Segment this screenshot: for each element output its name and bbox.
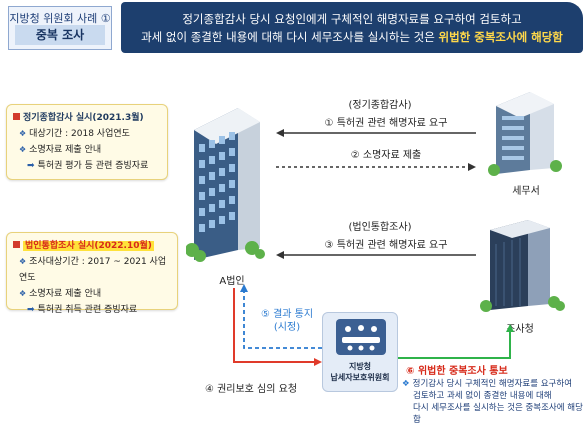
info-box-audit: 정기종합감사 실시(2021.3월) ❖대상기간 : 2018 사업연도 ❖소명… (6, 104, 168, 180)
info-box-audit-item1: ❖대상기간 : 2018 사업연도 (19, 129, 130, 139)
info-box-corp-item1: ❖조사대상기간 : 2017 ~ 2021 사업연도 (19, 257, 167, 283)
step5-label: ⑤ 결과 통지 (시정) (252, 308, 322, 334)
case-badge-subtitle: 중복 조사 (15, 25, 105, 45)
committee-label-line1: 지방청 (348, 362, 372, 371)
arrow-right-icon: ➡ (27, 161, 35, 171)
note-line3: 다시 세무조사를 실시하는 것은 중복조사에 해당함 (413, 403, 583, 425)
tax-office-label: 세무서 (512, 186, 540, 197)
committee-box: 지방청 납세자보호위원회 (322, 312, 398, 392)
arrow-right-icon: ➡ (27, 305, 35, 315)
step2-arrow (276, 163, 476, 171)
case-badge: 지방청 위원회 사례 ① 중복 조사 (8, 6, 112, 50)
info-box-audit-title: 정기종합감사 실시(2021.3월) (13, 110, 161, 126)
red-square-icon (13, 113, 20, 120)
banner-line-2-highlight: 위법한 중복조사에 해당함 (438, 30, 563, 44)
banner-line-2: 과세 없이 종결한 내용에 대해 다시 세무조사를 실시하는 것은 위법한 중복… (121, 28, 583, 46)
info-box-corp-item2: ❖소명자료 제출 안내 (19, 289, 102, 299)
note-block: ❖정기감사 당시 구체적인 해명자료를 요구하여 검토하고 과세 없이 종결한 … (402, 378, 584, 426)
diamond-icon: ❖ (19, 289, 27, 298)
step5-arrow (240, 284, 322, 349)
meeting-icon (336, 319, 386, 355)
step6-label: ⑥ 위법한 중복조사 통보 (406, 366, 508, 377)
step1-arrow (276, 129, 476, 137)
committee-label: 지방청 납세자보호위원회 (323, 361, 397, 383)
diamond-icon: ❖ (19, 129, 27, 138)
info-box-corp-sub: ➡특허권 취득 관련 증빙자료 (27, 305, 138, 315)
step5-label-line1: ⑤ 결과 통지 (260, 309, 314, 320)
step4-label: ④ 권리보호 심의 요청 (204, 384, 298, 395)
tax-office-building-icon (488, 92, 562, 176)
step4-arrow (233, 288, 322, 366)
info-box-audit-item2: ❖소명자료 제출 안내 (19, 145, 102, 155)
info-box-corp-title: 법인통합조사 실시(2022.10월) (13, 238, 171, 254)
step3-arrow (276, 251, 476, 259)
step2-label: ② 소명자료 제출 (350, 150, 422, 161)
banner-line-2-plain: 과세 없이 종결한 내용에 대해 다시 세무조사를 실시하는 것은 (141, 30, 439, 44)
diamond-icon: ❖ (402, 379, 410, 389)
diamond-icon: ❖ (19, 145, 27, 154)
diamond-icon: ❖ (19, 257, 27, 266)
banner-line-1: 정기종합감사 당시 요청인에게 구체적인 해명자료를 요구하여 검토하고 (182, 12, 522, 26)
investigation-office-label: 조사청 (506, 324, 534, 335)
note-line1: ❖정기감사 당시 구체적인 해명자료를 요구하여 (402, 379, 573, 389)
step3-label: ③ 특허권 관련 해명자료 요구 (324, 240, 448, 251)
info-box-audit-sub: ➡특허권 평가 등 관련 증빙자료 (27, 161, 149, 171)
corp-label: A법인 (219, 276, 245, 287)
corp-header-label: (법인통합조사) (348, 222, 412, 233)
header-banner: 정기종합감사 당시 요청인에게 구체적인 해명자료를 요구하여 검토하고 과세 … (121, 2, 583, 53)
info-box-corp: 법인통합조사 실시(2022.10월) ❖조사대상기간 : 2017 ~ 202… (6, 232, 178, 315)
audit-header-label: (정기종합감사) (348, 100, 412, 111)
investigation-building-icon (480, 220, 565, 312)
red-square-icon (13, 241, 20, 248)
case-badge-title: 지방청 위원회 사례 ① (9, 12, 111, 25)
corp-building-icon (186, 108, 265, 262)
committee-label-line2: 납세자보호위원회 (330, 373, 390, 382)
step1-label: ① 특허권 관련 해명자료 요구 (324, 118, 448, 129)
step6-arrow (398, 324, 514, 359)
step5-label-line2: (시정) (273, 322, 301, 333)
note-line2: 검토하고 과세 없이 종결한 내용에 대해 (413, 391, 552, 401)
